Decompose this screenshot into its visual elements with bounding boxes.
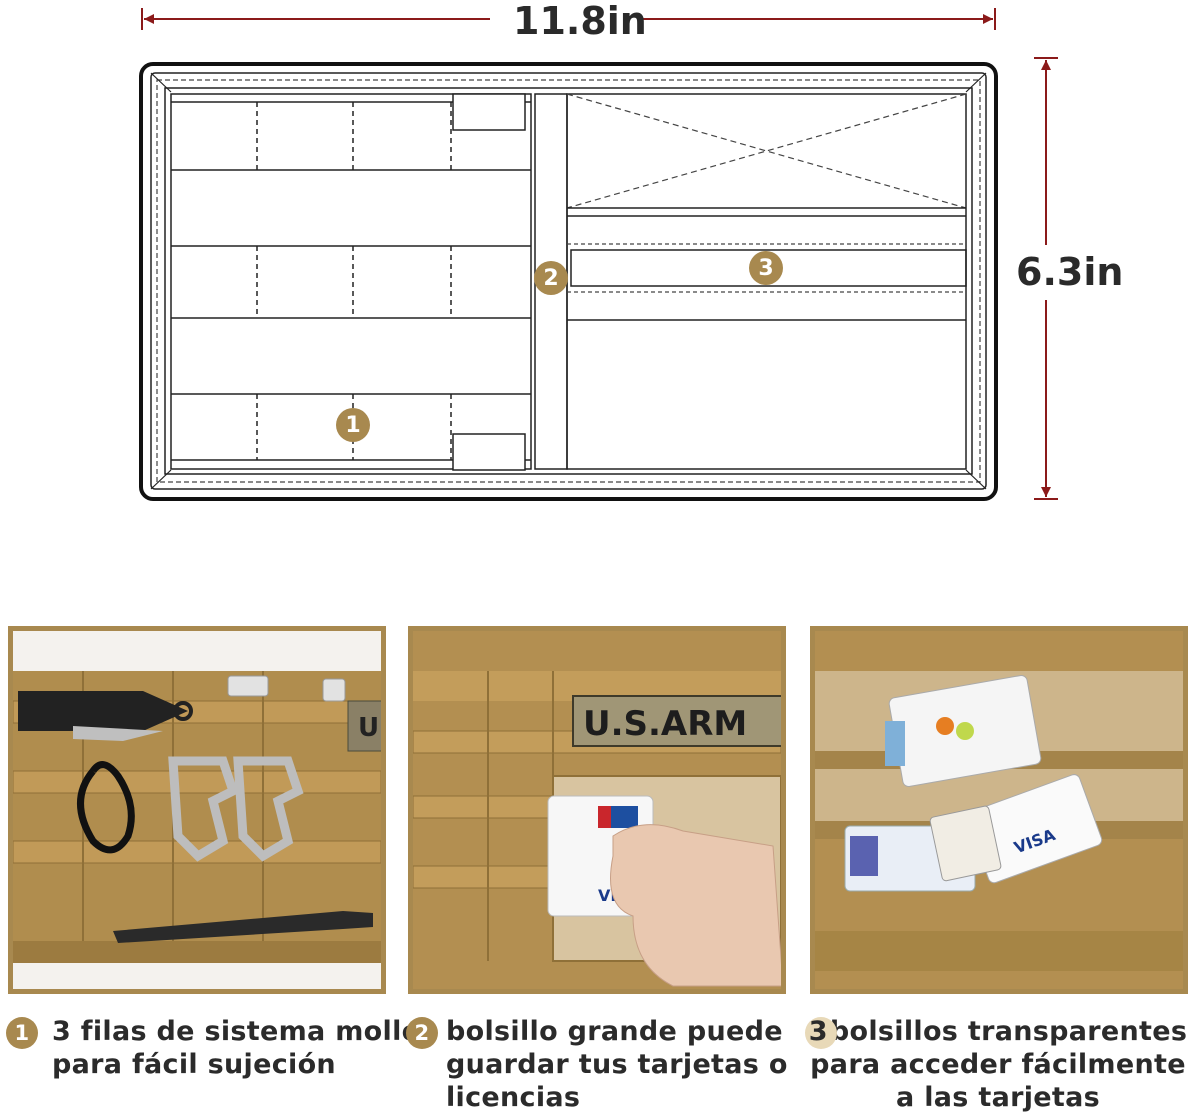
caption-3-badge-bg: [804, 1017, 837, 1049]
width-dimension: 11.8in: [140, 0, 1000, 45]
caption-2-line-2: guardar tus tarjetas o: [446, 1049, 788, 1080]
caption-molle: 1 3 filas de sistema molle para fácil su…: [6, 1015, 420, 1081]
marker-1: 1: [336, 408, 370, 442]
caption-3-line-3: a las tarjetas: [896, 1082, 1100, 1113]
us-army-patch-text: U.S.ARM: [583, 704, 747, 744]
marker-3: 3: [749, 251, 783, 285]
caption-transparent-pockets: 3 bolsillos transparentes para acceder f…: [804, 1015, 1188, 1114]
transparent-pockets-photo-illustration: VISA: [815, 631, 1183, 989]
caption-3-line-1: bolsillos transparentes: [829, 1016, 1188, 1047]
marker-2: 2: [534, 261, 568, 295]
caption-1-line-1: 3 filas de sistema molle: [52, 1016, 421, 1047]
width-label: 11.8in: [513, 0, 647, 43]
caption-2-line-1: bolsillo grande puede: [446, 1016, 783, 1047]
height-dimension: 6.3in: [1010, 55, 1124, 505]
caption-3-number: 3: [808, 1016, 828, 1047]
molle-patch-letter: U: [358, 713, 379, 743]
width-dimension-line: [141, 8, 996, 30]
photo-panel-transparent-pockets: VISA: [810, 626, 1188, 994]
molle-photo-illustration: U: [13, 631, 381, 989]
organizer-outline-diagram: [139, 62, 998, 501]
caption-1-badge: 1: [6, 1017, 38, 1049]
height-dimension-line: [1034, 57, 1058, 500]
caption-large-pocket: 2 bolsillo grande puede guardar tus tarj…: [406, 1015, 788, 1114]
height-label: 6.3in: [1016, 250, 1124, 294]
photo-panel-large-pocket: U.S.ARM VISA: [408, 626, 786, 994]
caption-2-badge: 2: [406, 1017, 438, 1049]
caption-3-line-2: para acceder fácilmente: [810, 1049, 1186, 1080]
photo-panel-molle: U: [8, 626, 386, 994]
caption-1-line-2: para fácil sujeción: [52, 1049, 336, 1080]
caption-2-line-3: licencias: [446, 1082, 581, 1113]
large-pocket-photo-illustration: U.S.ARM VISA: [413, 631, 781, 989]
